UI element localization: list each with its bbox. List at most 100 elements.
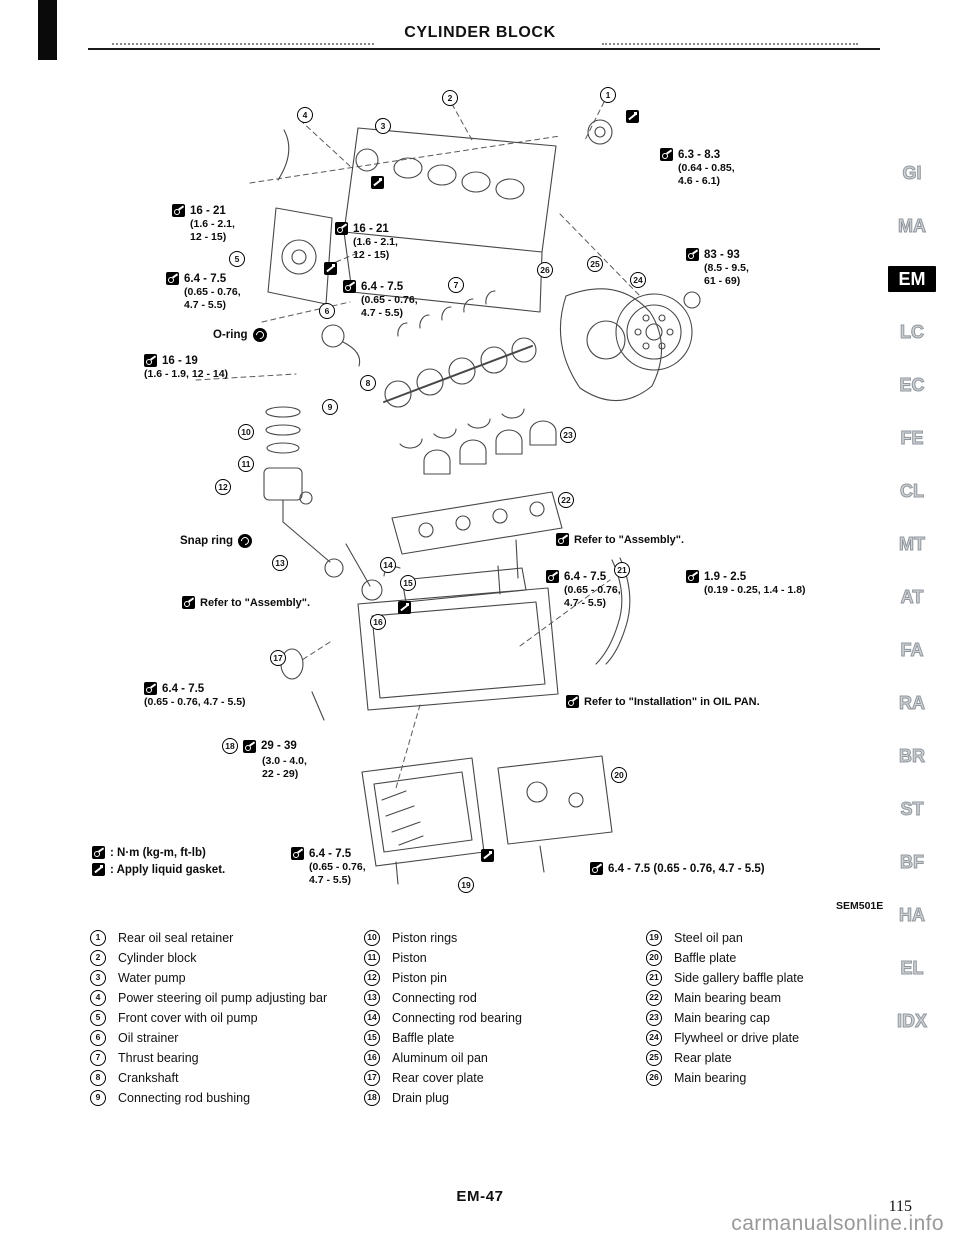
part-label: Oil strainer — [118, 1031, 179, 1045]
part-label: Connecting rod bushing — [118, 1091, 251, 1105]
callout-13: 13 — [272, 555, 288, 571]
o-ring-note: O-ring — [213, 328, 267, 342]
parts-list-item: 10 Piston rings — [362, 930, 644, 947]
part-number-badge: 14 — [364, 1010, 380, 1026]
part-label: Aluminum oil pan — [392, 1051, 488, 1065]
part-number-badge: 9 — [90, 1090, 106, 1106]
part-label: Baffle plate — [392, 1031, 455, 1045]
part-label: Main bearing beam — [674, 991, 782, 1005]
callout-21: 21 — [614, 562, 630, 578]
refer-assembly-note-right: Refer to "Assembly". — [556, 533, 684, 546]
part-label: Rear plate — [674, 1051, 732, 1065]
part-number-badge: 20 — [646, 950, 662, 966]
part-label: Power steering oil pump adjusting bar — [118, 991, 328, 1005]
part-label: Front cover with oil pump — [118, 1011, 258, 1025]
torque-spec-flywheel: 83 - 93 (8.5 - 9.5, 61 - 69) — [686, 248, 749, 287]
parts-list-item: 18 Drain plug — [362, 1090, 644, 1107]
parts-list-item: 24 Flywheel or drive plate — [644, 1030, 904, 1047]
tab-mt: MT — [899, 533, 926, 554]
callout-20: 20 — [611, 767, 627, 783]
torque-icon — [546, 570, 559, 583]
torque-icon — [172, 204, 185, 217]
callout-5: 5 — [229, 251, 245, 267]
part-label: Piston rings — [392, 931, 458, 945]
callout-24: 24 — [630, 272, 646, 288]
torque-icon — [686, 248, 699, 261]
part-number-badge: 16 — [364, 1050, 380, 1066]
torque-spec-16-19: 16 - 19 (1.6 - 1.9, 12 - 14) — [144, 354, 229, 380]
part-label: Side gallery baffle plate — [674, 971, 804, 985]
part-number-badge: 8 — [90, 1070, 106, 1086]
part-label: Cylinder block — [118, 951, 197, 965]
part-label: Flywheel or drive plate — [674, 1031, 800, 1045]
tab-at: AT — [900, 586, 924, 607]
callout-14: 14 — [380, 557, 396, 573]
callout-23: 23 — [560, 427, 576, 443]
callout-16: 16 — [370, 614, 386, 630]
parts-list-item: 21 Side gallery baffle plate — [644, 970, 904, 987]
diagram-legend: : N·m (kg-m, ft-lb) : Apply liquid gaske… — [92, 846, 225, 876]
part-label: Main bearing — [674, 1071, 747, 1085]
torque-spec-steel-pan: 6.4 - 7.5 (0.65 - 0.76, 4.7 - 5.5) — [291, 847, 366, 886]
callout-8: 8 — [360, 375, 376, 391]
callout-11: 11 — [238, 456, 254, 472]
scan-corner-bar — [38, 0, 57, 60]
part-number-badge: 23 — [646, 1010, 662, 1026]
part-number-badge: 12 — [364, 970, 380, 986]
part-label: Connecting rod — [392, 991, 477, 1005]
part-label: Steel oil pan — [674, 931, 743, 945]
tab-idx: IDX — [896, 1010, 927, 1031]
torque-spec-bottom-right: 6.4 - 7.5 (0.65 - 0.76, 4.7 - 5.5) — [590, 862, 765, 875]
callout-7: 7 — [448, 277, 464, 293]
part-label: Drain plug — [392, 1091, 449, 1105]
part-label: Rear cover plate — [392, 1071, 484, 1085]
tab-cl: CL — [900, 480, 925, 501]
torque-spec-front-cover-left: 16 - 21 (1.6 - 2.1, 12 - 15) — [172, 204, 235, 243]
torque-spec-side-gallery: 1.9 - 2.5 (0.19 - 0.25, 1.4 - 1.8) — [686, 570, 806, 596]
parts-list-item: 20 Baffle plate — [644, 950, 904, 967]
part-number-badge: 6 — [90, 1030, 106, 1046]
part-label: Baffle plate — [674, 951, 737, 965]
watermark-text: carmanualsonline.info — [731, 1212, 944, 1235]
torque-icon — [686, 570, 699, 583]
torque-icon — [144, 682, 157, 695]
header-rule — [88, 48, 880, 50]
callout-9: 9 — [322, 399, 338, 415]
callout-26: 26 — [537, 262, 553, 278]
parts-list-item: 26 Main bearing — [644, 1070, 904, 1087]
tab-ha: HA — [899, 904, 926, 925]
part-number-badge: 21 — [646, 970, 662, 986]
part-label: Piston — [392, 951, 427, 965]
torque-icon — [243, 739, 256, 753]
liquid-gasket-icon — [324, 262, 337, 275]
part-number-badge: 18 — [364, 1090, 380, 1106]
callout-6: 6 — [319, 303, 335, 319]
part-number-badge: 10 — [364, 930, 380, 946]
tab-lc: LC — [900, 321, 925, 342]
page-number: 115 — [888, 1198, 912, 1215]
tab-fe: FE — [900, 427, 924, 448]
part-number-badge: 24 — [646, 1030, 662, 1046]
page-title: CYLINDER BLOCK — [404, 24, 556, 41]
torque-icon — [556, 533, 569, 546]
part-number-badge: 26 — [646, 1070, 662, 1086]
torque-icon — [166, 272, 179, 285]
torque-spec-drain-plug: 18 29 - 39 (3.0 - 4.0, 22 - 29) — [222, 738, 307, 780]
part-number-badge: 1 — [90, 930, 106, 946]
torque-spec-rear-seal: 6.3 - 8.3 (0.64 - 0.85, 4.6 - 6.1) — [660, 148, 735, 187]
part-label: Main bearing cap — [674, 1011, 770, 1025]
torque-spec-left-6475: 6.4 - 7.5 (0.65 - 0.76, 4.7 - 5.5) — [166, 272, 241, 311]
part-label: Connecting rod bearing — [392, 1011, 522, 1025]
torque-spec-baffle: 6.4 - 7.5 (0.65 - 0.76, 4.7 - 5.5) — [546, 570, 621, 609]
